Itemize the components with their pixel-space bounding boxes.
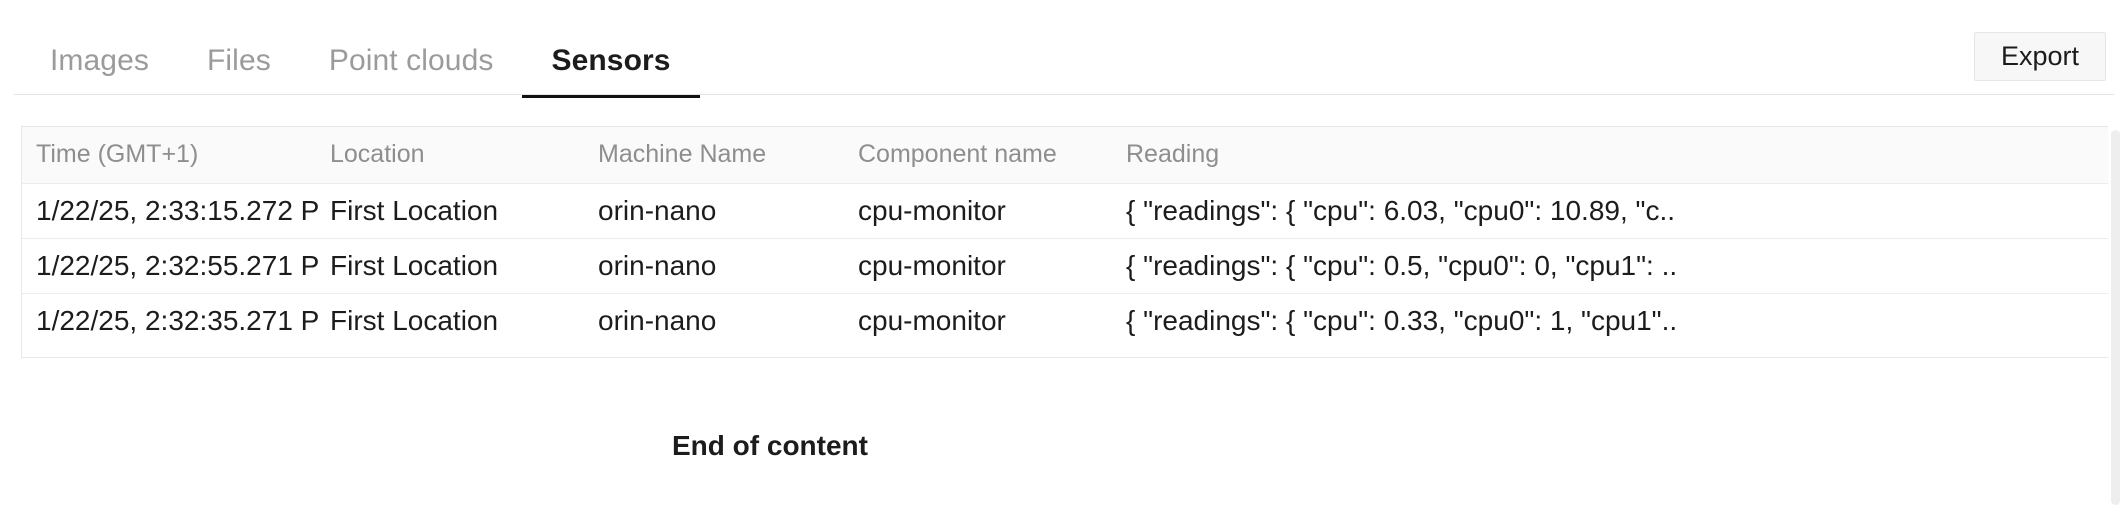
column-header-time[interactable]: Time (GMT+1)	[22, 127, 320, 184]
cell-reading: { "readings": { "cpu": 0.5, "cpu0": 0, "…	[1116, 238, 2109, 294]
cell-time: 1/22/25, 2:33:15.272 PM	[22, 183, 320, 239]
cell-machine: orin-nano	[598, 304, 717, 336]
cell-component: cpu-monitor	[858, 304, 1006, 336]
tab-files[interactable]: Files	[178, 28, 300, 94]
cell-reading: { "readings": { "cpu": 0.33, "cpu0": 1, …	[1126, 304, 1678, 336]
cell-reading: { "readings": { "cpu": 6.03, "cpu0": 10.…	[1116, 183, 2109, 239]
table-body: 1/22/25, 2:33:15.272 PM First Location o…	[22, 183, 2109, 348]
table-row[interactable]: 1/22/25, 2:32:55.271 PM First Location o…	[22, 238, 2109, 294]
cell-component: cpu-monitor	[848, 183, 1116, 239]
tab-images[interactable]: Images	[36, 28, 178, 94]
table-header-row: Time (GMT+1) Location Machine Name Compo…	[22, 127, 2109, 184]
vertical-scrollbar-thumb[interactable]	[2111, 130, 2120, 505]
table-row[interactable]: 1/22/25, 2:32:35.271 PM First Location o…	[22, 293, 2109, 348]
tab-bar: Images Files Point clouds Sensors	[0, 0, 2128, 98]
export-button-label: Export	[2000, 41, 2080, 71]
sensors-table: Time (GMT+1) Location Machine Name Compo…	[22, 127, 2109, 348]
tab-point-clouds-label: Point clouds	[328, 44, 494, 77]
cell-location: First Location	[320, 183, 588, 239]
tab-point-clouds[interactable]: Point clouds	[300, 28, 523, 94]
cell-component: cpu-monitor	[848, 238, 1116, 294]
cell-location: First Location	[320, 238, 588, 294]
cell-time: 1/22/25, 2:32:35.271 PM	[36, 304, 320, 336]
tab-sensors-label: Sensors	[551, 44, 671, 77]
column-header-location[interactable]: Location	[320, 127, 588, 184]
cell-location: First Location	[330, 304, 499, 336]
sensors-table-container: Time (GMT+1) Location Machine Name Compo…	[21, 126, 2110, 358]
table-header: Time (GMT+1) Location Machine Name Compo…	[22, 127, 2109, 184]
tab-bar-divider	[14, 94, 2114, 95]
column-header-component-name[interactable]: Component name	[848, 127, 1116, 184]
tab-images-label: Images	[50, 44, 149, 77]
cell-machine: orin-nano	[588, 238, 848, 294]
end-of-content-label: End of content	[672, 430, 868, 461]
column-header-reading[interactable]: Reading	[1116, 127, 2109, 184]
cell-time: 1/22/25, 2:32:55.271 PM	[22, 238, 320, 294]
tab-sensors[interactable]: Sensors	[522, 28, 700, 98]
column-header-machine-name[interactable]: Machine Name	[588, 127, 848, 184]
tab-files-label: Files	[206, 44, 271, 77]
cell-machine: orin-nano	[588, 183, 848, 239]
export-button[interactable]: Export	[1974, 32, 2106, 81]
table-row[interactable]: 1/22/25, 2:33:15.272 PM First Location o…	[22, 183, 2109, 239]
tab-list: Images Files Point clouds Sensors	[36, 28, 700, 98]
